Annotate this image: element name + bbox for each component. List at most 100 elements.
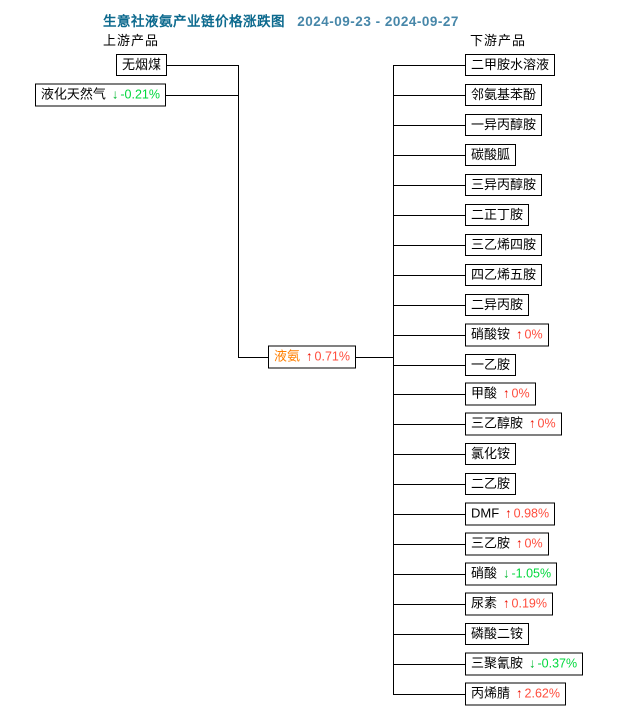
- up-arrow-icon: ↑: [516, 326, 523, 342]
- up-arrow-icon: ↑: [505, 505, 512, 521]
- connector-line: [393, 65, 471, 66]
- center-node[interactable]: 液氨↑0.71%: [268, 345, 356, 369]
- downstream-node[interactable]: DMF ↑0.98%: [465, 502, 556, 526]
- downstream-node[interactable]: 氯化铵: [465, 443, 517, 465]
- connector-line: [150, 95, 239, 96]
- product-label: 碳酸胍: [471, 147, 511, 162]
- connector-line: [155, 65, 239, 66]
- product-label: 四乙烯五胺: [471, 267, 537, 282]
- product-label: 液化天然气: [40, 86, 106, 102]
- page-title: 生意社液氨产业链价格涨跌图: [103, 14, 285, 29]
- downstream-node[interactable]: 一乙胺: [465, 354, 517, 376]
- product-label: 三乙烯四胺: [471, 237, 537, 252]
- connector-line: [393, 484, 471, 485]
- downstream-node[interactable]: 丙烯腈↑2.62%: [465, 682, 566, 706]
- downstream-node[interactable]: 二乙胺: [465, 473, 517, 495]
- connector-line: [393, 335, 471, 336]
- product-label: 甲酸: [471, 385, 498, 401]
- product-label: 三乙醇胺: [471, 415, 524, 431]
- downstream-node[interactable]: 碳酸胍: [465, 144, 517, 166]
- downstream-header: 下游产品: [470, 33, 527, 48]
- title-date-range: 2024-09-23 - 2024-09-27: [297, 14, 459, 29]
- product-label: 邻氨基苯酚: [471, 87, 537, 102]
- product-label: 三聚氰胺: [471, 655, 524, 671]
- connector-line: [393, 125, 471, 126]
- connector-line: [393, 305, 471, 306]
- downstream-node[interactable]: 甲酸 ↑0%: [465, 382, 536, 406]
- connector-line: [393, 634, 471, 635]
- product-label: 二异丙胺: [471, 297, 524, 312]
- connector-line: [393, 664, 471, 665]
- product-change: 0%: [511, 386, 530, 401]
- downstream-node[interactable]: 尿素 ↑0.19%: [465, 592, 553, 616]
- connector-line: [393, 574, 471, 575]
- upstream-node[interactable]: 液化天然气 ↓-0.21%: [34, 83, 166, 107]
- downstream-node[interactable]: 三乙烯四胺: [465, 234, 543, 256]
- product-label: 二乙胺: [471, 476, 511, 491]
- connector-line: [238, 65, 239, 358]
- down-arrow-icon: ↓: [111, 86, 119, 102]
- downstream-node[interactable]: 硝酸铵 ↑0%: [465, 323, 549, 347]
- product-change: 0.19%: [511, 596, 547, 611]
- connector-line: [393, 604, 471, 605]
- product-label: 二正丁胺: [471, 207, 524, 222]
- title-row: 生意社液氨产业链价格涨跌图 2024-09-23 - 2024-09-27: [103, 10, 459, 30]
- downstream-node[interactable]: 磷酸二铵: [465, 623, 530, 645]
- product-label: 一乙胺: [471, 357, 511, 372]
- product-change: 0.98%: [513, 506, 550, 521]
- product-change: -0.37%: [537, 656, 578, 671]
- product-label: 丙烯腈: [471, 685, 511, 701]
- product-label: 硝酸: [471, 565, 498, 581]
- downstream-node[interactable]: 三异丙醇胺: [465, 174, 543, 196]
- connector-line: [393, 694, 471, 695]
- downstream-node[interactable]: 三乙胺 ↑0%: [465, 532, 549, 556]
- connector-line: [393, 454, 471, 455]
- up-arrow-icon: ↑: [516, 535, 523, 551]
- connector-line: [393, 365, 471, 366]
- product-label: 二甲胺水溶液: [471, 57, 550, 72]
- product-label: DMF: [471, 505, 500, 521]
- product-change: 0%: [524, 327, 543, 342]
- up-arrow-icon: ↑: [503, 385, 510, 401]
- connector-line: [393, 394, 471, 395]
- product-label: 一异丙醇胺: [471, 117, 537, 132]
- downstream-node[interactable]: 四乙烯五胺: [465, 264, 543, 286]
- product-change: 0%: [524, 536, 543, 551]
- upstream-header: 上游产品: [103, 33, 160, 48]
- downstream-node[interactable]: 硝酸 ↓-1.05%: [465, 562, 558, 586]
- product-label: 三异丙醇胺: [471, 177, 537, 192]
- connector-line: [393, 245, 471, 246]
- product-change: -0.21%: [120, 87, 160, 102]
- downstream-node[interactable]: 二正丁胺: [465, 204, 530, 226]
- product-label: 尿素: [471, 595, 498, 611]
- connector-line: [393, 275, 471, 276]
- product-change: 0%: [537, 416, 556, 431]
- connector-line: [393, 95, 471, 96]
- downstream-node[interactable]: 邻氨基苯酚: [465, 84, 543, 106]
- up-arrow-icon: ↑: [516, 685, 523, 701]
- connector-line: [393, 215, 471, 216]
- product-label: 磷酸二铵: [471, 626, 524, 641]
- product-label: 液氨: [274, 348, 301, 364]
- upstream-node[interactable]: 无烟煤: [115, 54, 167, 76]
- down-arrow-icon: ↓: [503, 565, 510, 581]
- product-label: 硝酸铵: [471, 326, 511, 342]
- product-change: -1.05%: [511, 566, 552, 581]
- up-arrow-icon: ↑: [503, 595, 510, 611]
- downstream-node[interactable]: 二甲胺水溶液: [465, 54, 556, 76]
- connector-line: [330, 357, 394, 358]
- downstream-node[interactable]: 三乙醇胺 ↑0%: [465, 412, 562, 436]
- connector-line: [393, 424, 471, 425]
- downstream-node[interactable]: 三聚氰胺 ↓-0.37%: [465, 652, 584, 676]
- up-arrow-icon: ↑: [306, 348, 313, 364]
- connector-line: [393, 185, 471, 186]
- connector-line: [393, 514, 471, 515]
- connector-line: [393, 544, 471, 545]
- up-arrow-icon: ↑: [529, 415, 536, 431]
- connector-line: [393, 65, 394, 695]
- downstream-node[interactable]: 一异丙醇胺: [465, 114, 543, 136]
- down-arrow-icon: ↓: [529, 655, 536, 671]
- product-label: 三乙胺: [471, 535, 511, 551]
- downstream-node[interactable]: 二异丙胺: [465, 294, 530, 316]
